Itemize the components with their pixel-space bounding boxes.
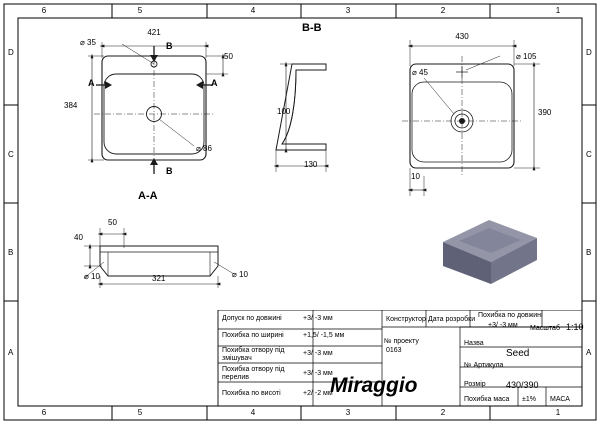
top-view-dim-width: 421 (147, 28, 161, 37)
net-weight-tolerance: ±1% (522, 396, 536, 403)
top-view-dim-50: 50 (224, 52, 233, 61)
scale-label: Масштаб (530, 325, 560, 332)
front-dim-width: 430 (455, 32, 469, 41)
section-mark-b-bottom: B (166, 166, 173, 176)
aa-section-drawing (83, 228, 235, 288)
name-value: Seed (506, 348, 530, 359)
border-mark-top-2: 5 (137, 6, 143, 15)
border-mark-bottom-6: 1 (555, 408, 561, 417)
article-label: № Артикула (464, 362, 504, 369)
section-mark-a-left: A (88, 78, 95, 88)
spec-label-2: Похибка отвору під змішувач (222, 347, 285, 362)
border-mark-right-a: A (586, 348, 592, 357)
view-title-aa: A-A (138, 190, 158, 202)
mass-label: МАСА (550, 396, 570, 403)
border-mark-bottom-2: 5 (137, 408, 143, 417)
brand-logo: Miraggio (330, 374, 418, 397)
bb-dim-width: 130 (304, 160, 318, 169)
scale-value: 1:10 (566, 322, 584, 332)
border-mark-right-d: D (586, 48, 592, 57)
border-mark-bottom-1: 6 (41, 408, 47, 417)
view-title-bb: B-B (302, 22, 322, 34)
spec-label-4: Похибка по висоті (222, 390, 281, 397)
net-weight-label: Похибка маса (464, 396, 510, 403)
border-mark-left-c: C (8, 150, 14, 159)
border-mark-top-5: 2 (440, 6, 446, 15)
spec-label-1: Похибка по ширині (222, 332, 284, 339)
header-constructor: Конструктор (386, 316, 426, 323)
front-dim-dia45: ⌀ 45 (412, 68, 428, 77)
spec-value-1: +1,5/ -1,5 мм (303, 332, 345, 339)
project-label: № проекту (384, 338, 419, 345)
border-mark-top-4: 3 (345, 6, 351, 15)
spec-value-0: +3/ -3 мм (303, 315, 333, 322)
top-view-drawing (88, 42, 228, 174)
border-mark-top-1: 6 (41, 6, 47, 15)
spec-value-3: +3/ -3 мм (303, 370, 333, 377)
bb-dim-height: 100 (277, 107, 291, 116)
border-mark-left-a: A (8, 348, 14, 357)
front-dim-dia105: ⌀ 105 (516, 52, 537, 61)
top-view-dim-height: 384 (64, 101, 78, 110)
size-value: 430/390 (506, 380, 539, 390)
border-mark-top-3: 4 (250, 6, 256, 15)
product-3d-render (443, 220, 537, 284)
top-view-dim-dia86: ⌀ 86 (196, 144, 212, 153)
spec-value-4: +2/ -2 мм (303, 390, 333, 397)
front-dim-bottom-offset: 10 (411, 172, 420, 181)
section-mark-a-right: A (211, 78, 218, 88)
header-date: Дата розробки (428, 316, 476, 323)
size-label: Розмір (464, 381, 486, 388)
front-dim-height: 390 (538, 108, 552, 117)
border-mark-right-b: B (586, 248, 592, 257)
front-view-drawing (402, 40, 540, 196)
border-mark-left-b: B (8, 248, 14, 257)
section-mark-b-top: B (166, 41, 173, 51)
bb-section-drawing (273, 61, 329, 172)
name-label: Назва (464, 340, 484, 347)
border-mark-bottom-5: 2 (440, 408, 446, 417)
border-mark-left-d: D (8, 48, 14, 57)
spec-label-3: Похибка отвору під перелив (222, 366, 285, 381)
header-tolerance-label: Похибка по довжині (478, 312, 543, 319)
title-block-frame (217, 310, 582, 406)
aa-dim-top-width: 50 (108, 218, 117, 227)
aa-dim-left-height: 40 (74, 233, 83, 242)
aa-dim-bottom-width: 321 (152, 274, 166, 283)
header-tolerance-value: +3/ -3 мм (488, 322, 518, 329)
aa-dim-dia10-left: ⌀ 10 (84, 272, 100, 281)
border-mark-top-6: 1 (555, 6, 561, 15)
top-view-dim-dia35: ⌀ 35 (80, 38, 96, 47)
border-mark-bottom-3: 4 (250, 408, 256, 417)
border-mark-right-c: C (586, 150, 592, 159)
spec-label-0: Допуск по довжині (222, 315, 282, 322)
aa-dim-dia10-right: ⌀ 10 (232, 270, 248, 279)
spec-value-2: +3/ -3 мм (303, 350, 333, 357)
project-value: 0163 (386, 347, 402, 354)
border-mark-bottom-4: 3 (345, 408, 351, 417)
